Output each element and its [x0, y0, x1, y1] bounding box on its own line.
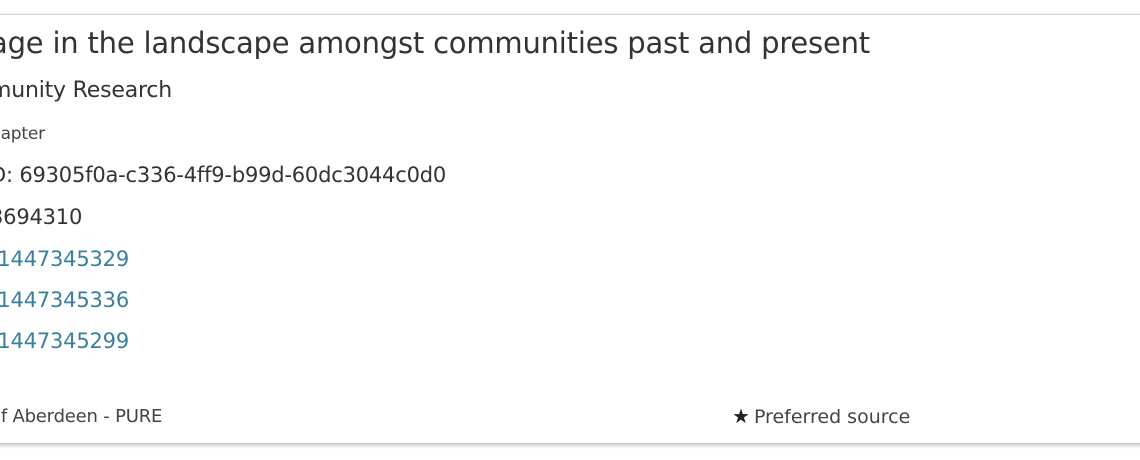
record-title: age in the landscape amongst communities… — [0, 26, 870, 60]
record-subtitle: munity Research — [0, 78, 172, 103]
star-icon: ★ — [732, 404, 750, 428]
identifier-link[interactable]: -1447345299 — [0, 329, 129, 353]
record-identifier: D: 69305f0a-c336-4ff9-b99d-60dc3044c0d0 — [0, 163, 447, 187]
source-name: of Aberdeen - PURE — [0, 406, 163, 427]
record-card — [0, 14, 1140, 443]
preferred-source-label: Preferred source — [753, 406, 911, 428]
preferred-source-badge: ★Preferred source — [732, 404, 910, 428]
identifier-link[interactable]: -1447345336 — [0, 288, 129, 312]
identifier-link[interactable]: -1447345329 — [0, 247, 129, 271]
record-identifier-number: 3694310 — [0, 205, 83, 229]
